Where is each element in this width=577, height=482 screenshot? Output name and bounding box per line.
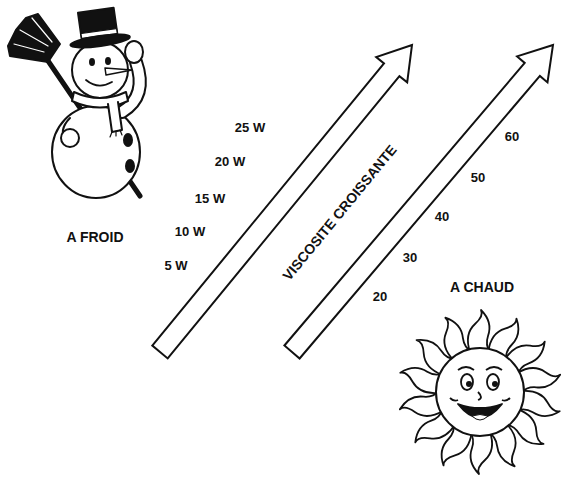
scale-label: 10 W <box>175 225 205 239</box>
scale-label: 40 <box>435 210 449 224</box>
arrow-cold <box>152 45 412 358</box>
scale-label: A FROID <box>66 230 123 245</box>
scale-label: 5 W <box>164 259 187 273</box>
scale-label: 20 W <box>215 155 245 169</box>
arrow-hot <box>284 45 553 359</box>
scale-label: 20 <box>373 290 387 304</box>
scale-label: 30 <box>403 251 417 265</box>
scale-label: 25 W <box>235 121 265 135</box>
scale-label: 60 <box>505 130 519 144</box>
sun <box>397 310 562 474</box>
scale-label: 50 <box>471 171 485 185</box>
snowman <box>8 6 143 198</box>
scale-label: A CHAUD <box>450 280 514 295</box>
scale-label: 15 W <box>195 192 225 206</box>
